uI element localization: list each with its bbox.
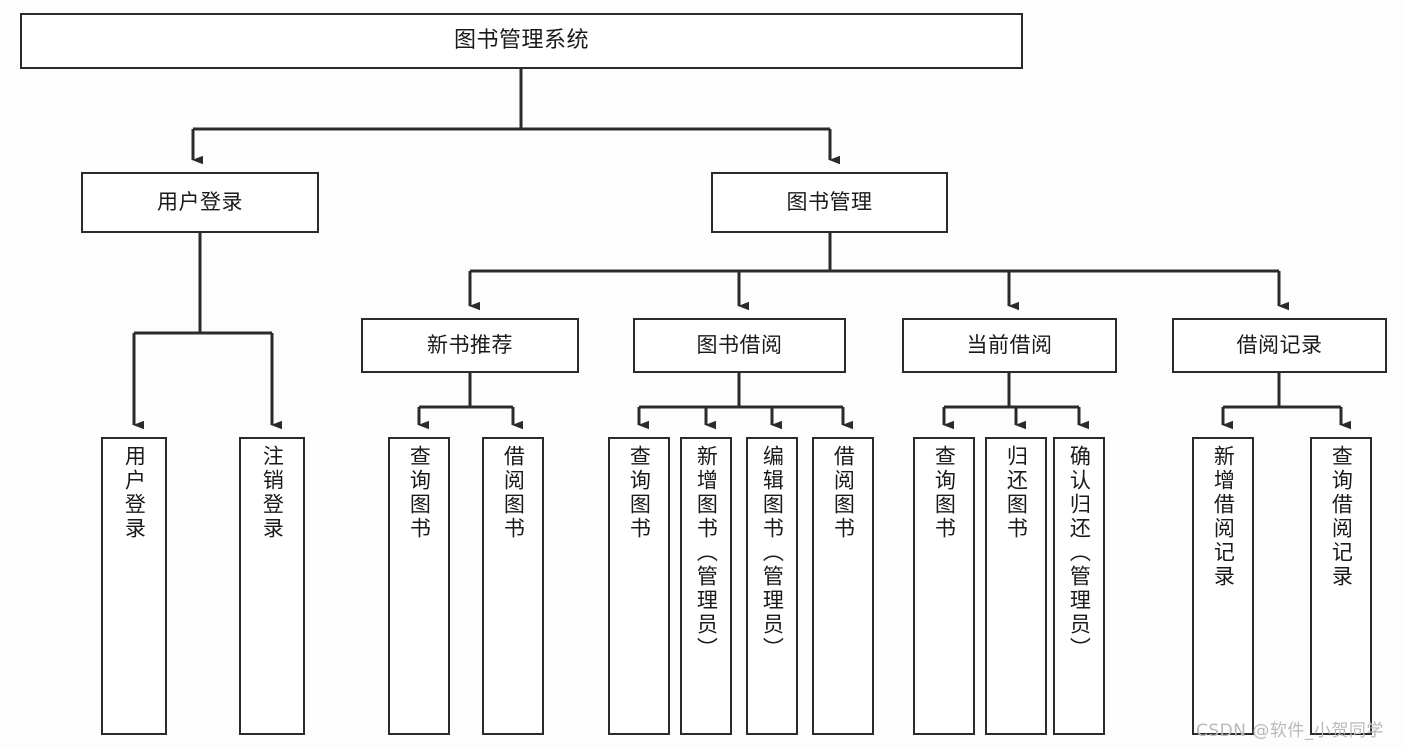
leaf-user-login[interactable]: 用户登录 [101, 437, 167, 735]
node-label: 查询借阅记录 [1329, 445, 1354, 589]
leaf-borrow-add-book-admin[interactable]: 新增图书（管理员） [680, 437, 732, 735]
leaf-borrow-edit-book-admin[interactable]: 编辑图书（管理员） [746, 437, 798, 735]
node-label: 注销登录 [260, 445, 285, 541]
leaf-record-query-record[interactable]: 查询借阅记录 [1310, 437, 1372, 735]
node-label: 借阅记录 [1236, 333, 1323, 358]
node-label: 查询图书 [932, 445, 957, 541]
node-label: 用户登录 [122, 445, 147, 541]
node-label: 新增图书（管理员） [694, 445, 719, 661]
node-label: 查询图书 [407, 445, 432, 541]
leaf-user-logout[interactable]: 注销登录 [239, 437, 305, 735]
leaf-current-return-book[interactable]: 归还图书 [985, 437, 1047, 735]
node-label: 编辑图书（管理员） [760, 445, 785, 661]
node-book-management[interactable]: 图书管理 [711, 172, 948, 233]
node-label: 确认归还（管理员） [1067, 445, 1092, 661]
leaf-newbook-query-book[interactable]: 查询图书 [388, 437, 450, 735]
node-label: 查询图书 [627, 445, 652, 541]
leaf-record-add-record[interactable]: 新增借阅记录 [1192, 437, 1254, 735]
node-label: 新书推荐 [427, 333, 513, 358]
leaf-borrow-query-book[interactable]: 查询图书 [608, 437, 670, 735]
node-label: 借阅图书 [501, 445, 526, 541]
node-borrow-record[interactable]: 借阅记录 [1172, 318, 1387, 373]
node-label: 用户登录 [157, 190, 243, 215]
node-label: 归还图书 [1004, 445, 1029, 541]
node-current-borrow[interactable]: 当前借阅 [902, 318, 1117, 373]
node-label: 图书管理 [786, 190, 873, 215]
csdn-watermark: CSDN @软件_小贺同学 [1196, 721, 1384, 741]
node-new-book-recommend[interactable]: 新书推荐 [361, 318, 579, 373]
node-label: 当前借阅 [966, 333, 1053, 358]
leaf-newbook-borrow-book[interactable]: 借阅图书 [482, 437, 544, 735]
node-user-login[interactable]: 用户登录 [81, 172, 319, 233]
node-label: 图书管理系统 [453, 28, 589, 54]
node-label: 借阅图书 [831, 445, 856, 541]
node-label: 图书借阅 [696, 333, 783, 358]
leaf-current-query-book[interactable]: 查询图书 [913, 437, 975, 735]
leaf-borrow-lend-book[interactable]: 借阅图书 [812, 437, 874, 735]
node-root-system[interactable]: 图书管理系统 [20, 13, 1023, 69]
node-label: 新增借阅记录 [1211, 445, 1236, 589]
leaf-current-confirm-return-admin[interactable]: 确认归还（管理员） [1053, 437, 1105, 735]
node-book-borrow[interactable]: 图书借阅 [633, 318, 846, 373]
